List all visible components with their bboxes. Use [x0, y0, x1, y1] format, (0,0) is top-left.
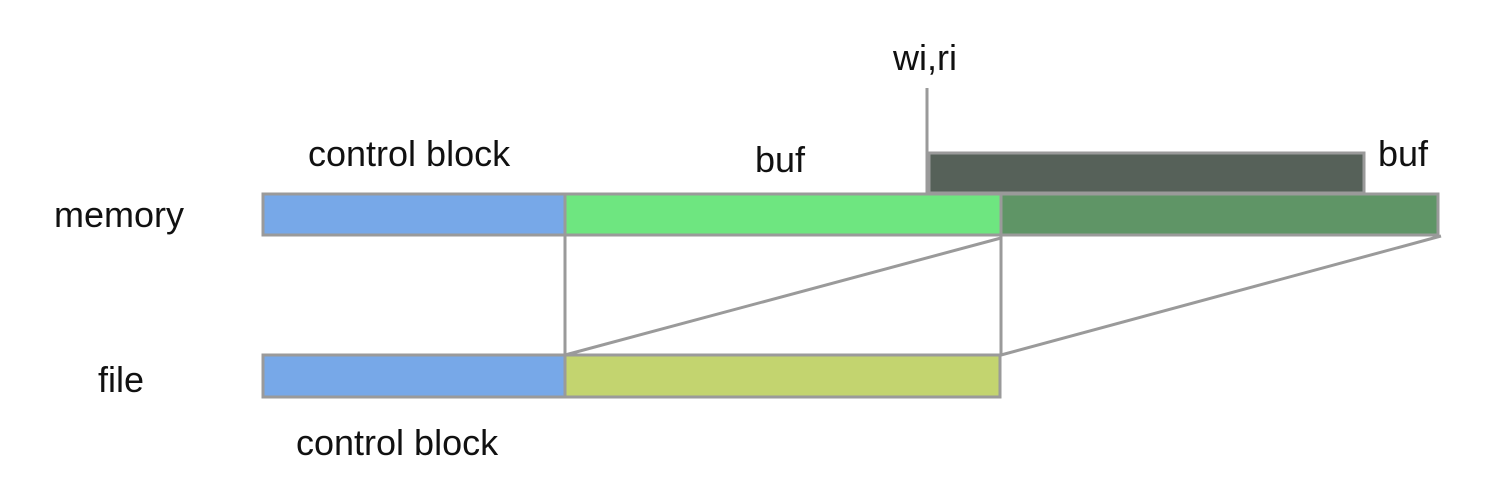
connector-buf-end-diagonal: [1000, 234, 1442, 357]
file-row: [261, 353, 1002, 399]
memory-control-block-label: control block: [308, 133, 511, 174]
overflow-buf-label: buf: [1378, 133, 1429, 174]
pointer-label: wi,ri: [892, 37, 957, 78]
overflow-buf-block: [927, 151, 1366, 195]
mapping-connectors: [563, 88, 1442, 357]
memory-buf-extension-block: [999, 192, 1440, 237]
memory-buf-block: [563, 192, 1003, 237]
file-row-label: file: [98, 359, 144, 400]
memory-row: [261, 192, 1440, 237]
file-control-block-label: control block: [296, 422, 499, 463]
file-control-block: [261, 353, 567, 399]
memory-control-block: [261, 192, 567, 237]
memory-buf-label: buf: [755, 139, 806, 180]
connector-buf-start-diagonal: [564, 236, 1002, 357]
memory-row-label: memory: [54, 194, 184, 235]
file-buf-block: [563, 353, 1002, 399]
